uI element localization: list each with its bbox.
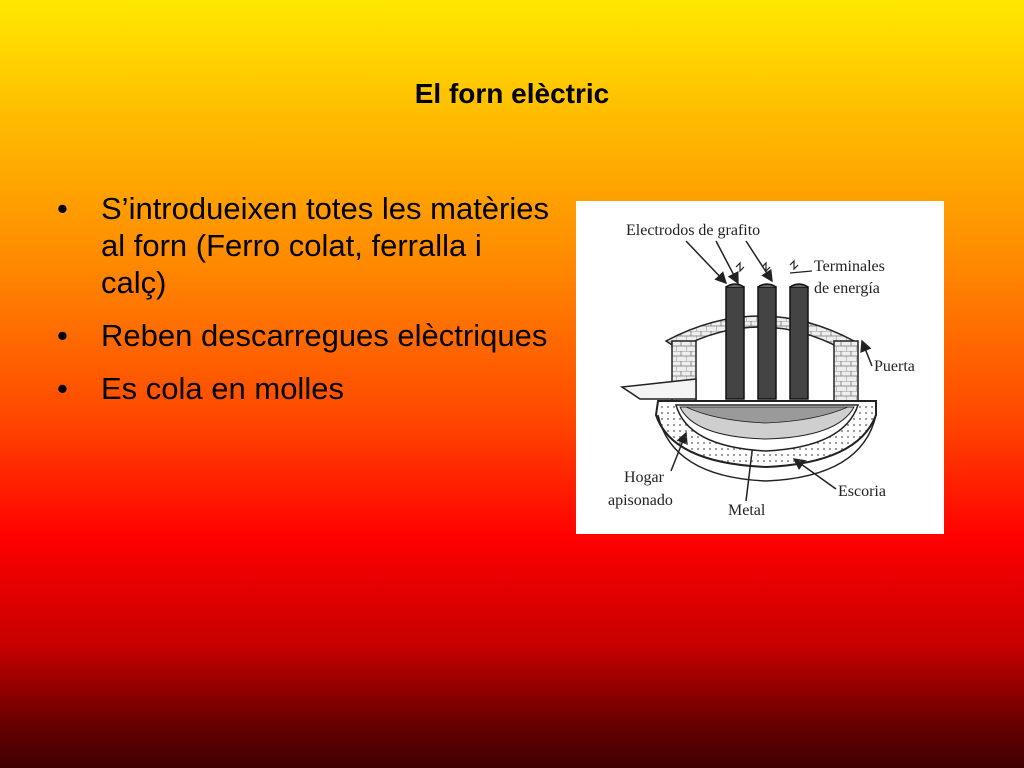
label-terminals-2: de energía bbox=[814, 280, 880, 297]
slide-title: El forn elèctric bbox=[414, 78, 610, 109]
bullet-item: • Es cola en molles bbox=[54, 370, 554, 407]
bullet-icon: • bbox=[57, 371, 68, 406]
arrow-electrode-1 bbox=[685, 240, 728, 285]
arrow-electrode-2 bbox=[715, 240, 739, 285]
label-hearth-1: Hogar bbox=[624, 469, 665, 486]
electrode-2 bbox=[757, 286, 777, 400]
electric-furnace-diagram: Electrodos de grafito Terminales de ener… bbox=[576, 201, 944, 534]
bullet-list: • S’introdueixen totes les matèries al f… bbox=[54, 190, 554, 423]
bullet-icon: • bbox=[57, 318, 68, 353]
label-terminals-1: Terminales bbox=[814, 258, 885, 275]
bullet-text: Es cola en molles bbox=[101, 371, 344, 406]
furnace-illustration: Electrodos de grafito Terminales de ener… bbox=[608, 222, 915, 519]
electrode-1 bbox=[725, 286, 745, 400]
door-wall bbox=[833, 340, 859, 402]
bullet-icon: • bbox=[57, 191, 68, 226]
label-hearth-2: apisonado bbox=[608, 492, 673, 509]
arrow-electrode-3 bbox=[745, 240, 773, 283]
bullet-text: S’introdueixen totes les matèries al for… bbox=[101, 191, 550, 300]
arrow-door bbox=[860, 339, 873, 367]
tap-spout bbox=[619, 378, 697, 400]
bullet-item: • S’introdueixen totes les matèries al f… bbox=[54, 190, 554, 301]
bullet-text: Reben descarregues elèctriques bbox=[101, 318, 548, 353]
electrode-3 bbox=[789, 286, 809, 400]
bullet-item: • Reben descarregues elèctriques bbox=[54, 317, 554, 354]
outer-shell bbox=[657, 414, 877, 482]
slag-layer bbox=[685, 406, 849, 424]
label-electrodes: Electrodos de grafito bbox=[626, 222, 760, 239]
label-slag: Escoria bbox=[838, 483, 886, 500]
terminal-marks bbox=[735, 259, 799, 273]
label-metal: Metal bbox=[728, 502, 766, 519]
label-door: Puerta bbox=[874, 358, 915, 375]
arrow-terminals bbox=[789, 270, 813, 274]
electrode-tops bbox=[725, 283, 809, 288]
